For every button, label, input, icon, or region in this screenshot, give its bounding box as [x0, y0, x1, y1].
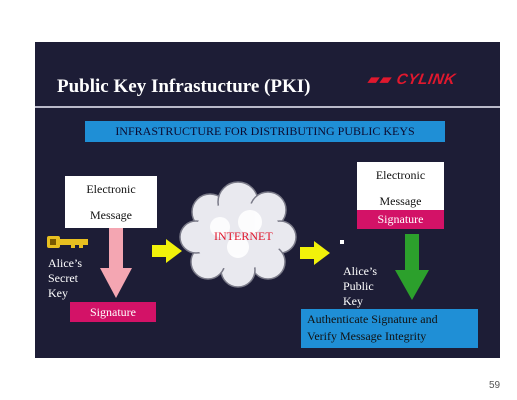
cylink-logo: ▰▰ CYLINK: [366, 70, 457, 88]
authenticate-verify-box: Authenticate Signature and Verify Messag…: [301, 309, 478, 348]
authenticate-line1: Authenticate Signature and: [307, 312, 438, 326]
internet-cloud-icon: [179, 181, 297, 288]
alice-public-key-label: Alice’s Public Key: [343, 264, 377, 309]
right-message-line1: Electronic: [375, 168, 426, 182]
title-divider: [35, 106, 500, 108]
sign-down-arrow-icon: [100, 228, 132, 298]
page-number: 59: [489, 380, 501, 391]
internet-label: INTERNET: [214, 229, 273, 243]
left-signature-box: Signature: [70, 302, 156, 322]
to-internet-arrow-icon: [152, 239, 182, 263]
key-icon: [47, 236, 88, 248]
secret-key-line3: Key: [48, 286, 68, 300]
public-key-line1: Alice’s: [343, 264, 377, 278]
white-dot: [340, 240, 344, 244]
logo-text: CYLINK: [395, 71, 458, 88]
left-message-line1: Electronic: [86, 182, 136, 196]
alice-secret-key-label: Alice’s Secret Key: [48, 256, 82, 301]
logo-mark-icon: ▰▰: [366, 71, 399, 88]
right-signature-box: Signature: [357, 210, 444, 229]
right-message-line2: Message: [379, 194, 422, 208]
secret-key-line1: Alice’s: [48, 256, 82, 270]
infrastructure-banner: INFRASTRUCTURE FOR DISTRIBUTING PUBLIC K…: [85, 121, 445, 142]
from-internet-arrow-icon: [300, 241, 330, 265]
right-electronic-message-box: Electronic Message: [357, 162, 444, 210]
authenticate-line2: Verify Message Integrity: [307, 329, 427, 343]
slide-title: Public Key Infrastucture (PKI): [57, 76, 311, 97]
verify-down-arrow-icon: [395, 234, 429, 300]
secret-key-line2: Secret: [48, 271, 78, 285]
public-key-line3: Key: [343, 294, 363, 308]
left-electronic-message-box: Electronic Message: [65, 176, 157, 228]
left-message-line2: Message: [90, 208, 132, 222]
public-key-line2: Public: [343, 279, 374, 293]
